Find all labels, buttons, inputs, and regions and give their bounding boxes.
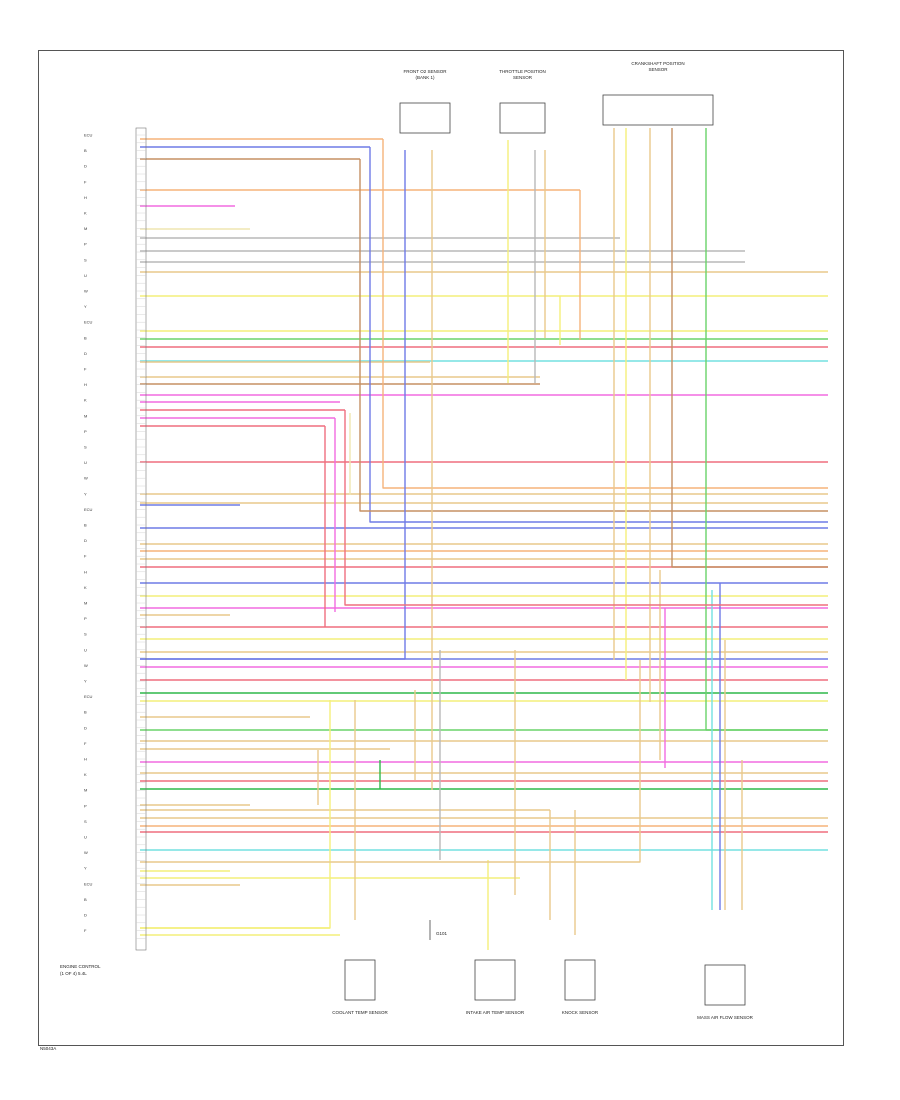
routed-wire-brown xyxy=(671,128,828,568)
pin-label: Y xyxy=(84,866,87,871)
pin-label: D xyxy=(84,913,87,918)
pin-label: M xyxy=(84,788,87,793)
pin-label: S xyxy=(84,445,87,450)
pin-label: U xyxy=(84,647,87,652)
pin-label: F xyxy=(84,741,87,746)
pin-label: K xyxy=(84,398,87,403)
components-group: FRONT O2 SENSOR(BANK 1) THROTTLE POSITION… xyxy=(135,61,754,1020)
component-box xyxy=(704,964,746,1006)
pin-label: H xyxy=(84,382,87,387)
pin-label: W xyxy=(84,476,88,481)
pin-label: F xyxy=(84,928,87,933)
pin-label: K xyxy=(84,585,87,590)
component-box xyxy=(399,102,451,134)
routed-wire-brown xyxy=(359,159,828,512)
bottom-component-0: COOLANT TEMP SENSOR xyxy=(332,959,389,1015)
pin-label: D xyxy=(84,538,87,543)
pin-label: F xyxy=(84,554,87,559)
component-box xyxy=(602,94,714,126)
bottom-component-2: KNOCK SENSOR xyxy=(562,959,599,1015)
pin-labels-group: ECU B D F H K M P S U W Y ECU B D F H K M P S U W Y ECU B D F H K M P S U… xyxy=(84,133,93,934)
pin-label: W xyxy=(84,850,88,855)
pin-label: B xyxy=(84,523,87,528)
footer-title-line1: ENGINE CONTROL xyxy=(60,964,101,969)
routed-wire-orange xyxy=(382,139,828,489)
pin-label: D xyxy=(84,725,87,730)
routed-wire-blue xyxy=(369,147,828,523)
component-box xyxy=(499,102,546,134)
bottom-component-1: INTAKE AIR TEMP SENSOR xyxy=(466,959,525,1015)
component-box xyxy=(474,959,516,1001)
pin-label: Y xyxy=(84,304,87,309)
pin-label: B xyxy=(84,710,87,715)
pin-label: P xyxy=(84,429,87,434)
component-box xyxy=(344,959,376,1001)
pin-label: S xyxy=(84,819,87,824)
pin-label: B xyxy=(84,148,87,153)
routed-wire-red xyxy=(344,410,828,606)
pin-label: B xyxy=(84,335,87,340)
routed-wire-green xyxy=(705,128,828,731)
pin-label: ECU xyxy=(84,881,93,886)
pin-label: K xyxy=(84,211,87,216)
wiring-diagram-frame xyxy=(38,50,844,1046)
component-box xyxy=(564,959,596,1001)
pin-label: F xyxy=(84,179,87,184)
routed-wire-tan xyxy=(140,660,641,863)
routed-wire-blue xyxy=(140,150,406,660)
pin-label: H xyxy=(84,195,87,200)
top-component-0: FRONT O2 SENSOR(BANK 1) xyxy=(399,69,451,134)
pin-label: H xyxy=(84,569,87,574)
pin-label: ECU xyxy=(84,694,93,699)
pin-label: P xyxy=(84,803,87,808)
component-sub: SENSOR xyxy=(648,67,668,72)
pin-label: P xyxy=(84,616,87,621)
pin-label: U xyxy=(84,273,87,278)
pin-label: P xyxy=(84,242,87,247)
pin-label: W xyxy=(84,289,88,294)
diagram-code: N5043A xyxy=(40,1046,56,1051)
component-name: MASS AIR FLOW SENSOR xyxy=(697,1015,754,1020)
pin-label: S xyxy=(84,257,87,262)
pin-label: B xyxy=(84,897,87,902)
pin-label: W xyxy=(84,663,88,668)
pin-label: Y xyxy=(84,679,87,684)
ground-symbol: G101 xyxy=(429,920,448,940)
pin-label: F xyxy=(84,367,87,372)
ground-label: G101 xyxy=(436,931,448,936)
component-sub: SENSOR xyxy=(513,75,533,80)
pin-label: M xyxy=(84,413,87,418)
pin-label: M xyxy=(84,226,87,231)
bottom-component-3: MASS AIR FLOW SENSOR xyxy=(697,964,754,1020)
component-name: FRONT O2 SENSOR xyxy=(404,69,448,74)
pin-label: D xyxy=(84,164,87,169)
component-name: COOLANT TEMP SENSOR xyxy=(332,1010,388,1015)
ecu-connector-block xyxy=(135,127,147,951)
pin-label: ECU xyxy=(84,320,93,325)
pin-label: ECU xyxy=(84,133,93,138)
pin-label: ECU xyxy=(84,507,93,512)
pin-label: H xyxy=(84,757,87,762)
component-name: KNOCK SENSOR xyxy=(562,1010,599,1015)
component-name: CRANKSHAFT POSITION xyxy=(631,61,684,66)
footer-title-line2: (1 OF 4) 5.4L xyxy=(60,971,87,976)
pin-label: U xyxy=(84,460,87,465)
routed-wire-yellow xyxy=(140,700,331,929)
wires-group xyxy=(140,128,828,950)
component-name: INTAKE AIR TEMP SENSOR xyxy=(466,1010,525,1015)
pin-label: U xyxy=(84,835,87,840)
pin-label: K xyxy=(84,772,87,777)
pin-label: Y xyxy=(84,491,87,496)
component-name: THROTTLE POSITION xyxy=(499,69,546,74)
pin-label: D xyxy=(84,351,87,356)
pin-label: M xyxy=(84,601,87,606)
component-sub: (BANK 1) xyxy=(415,75,435,80)
pin-label: S xyxy=(84,632,87,637)
